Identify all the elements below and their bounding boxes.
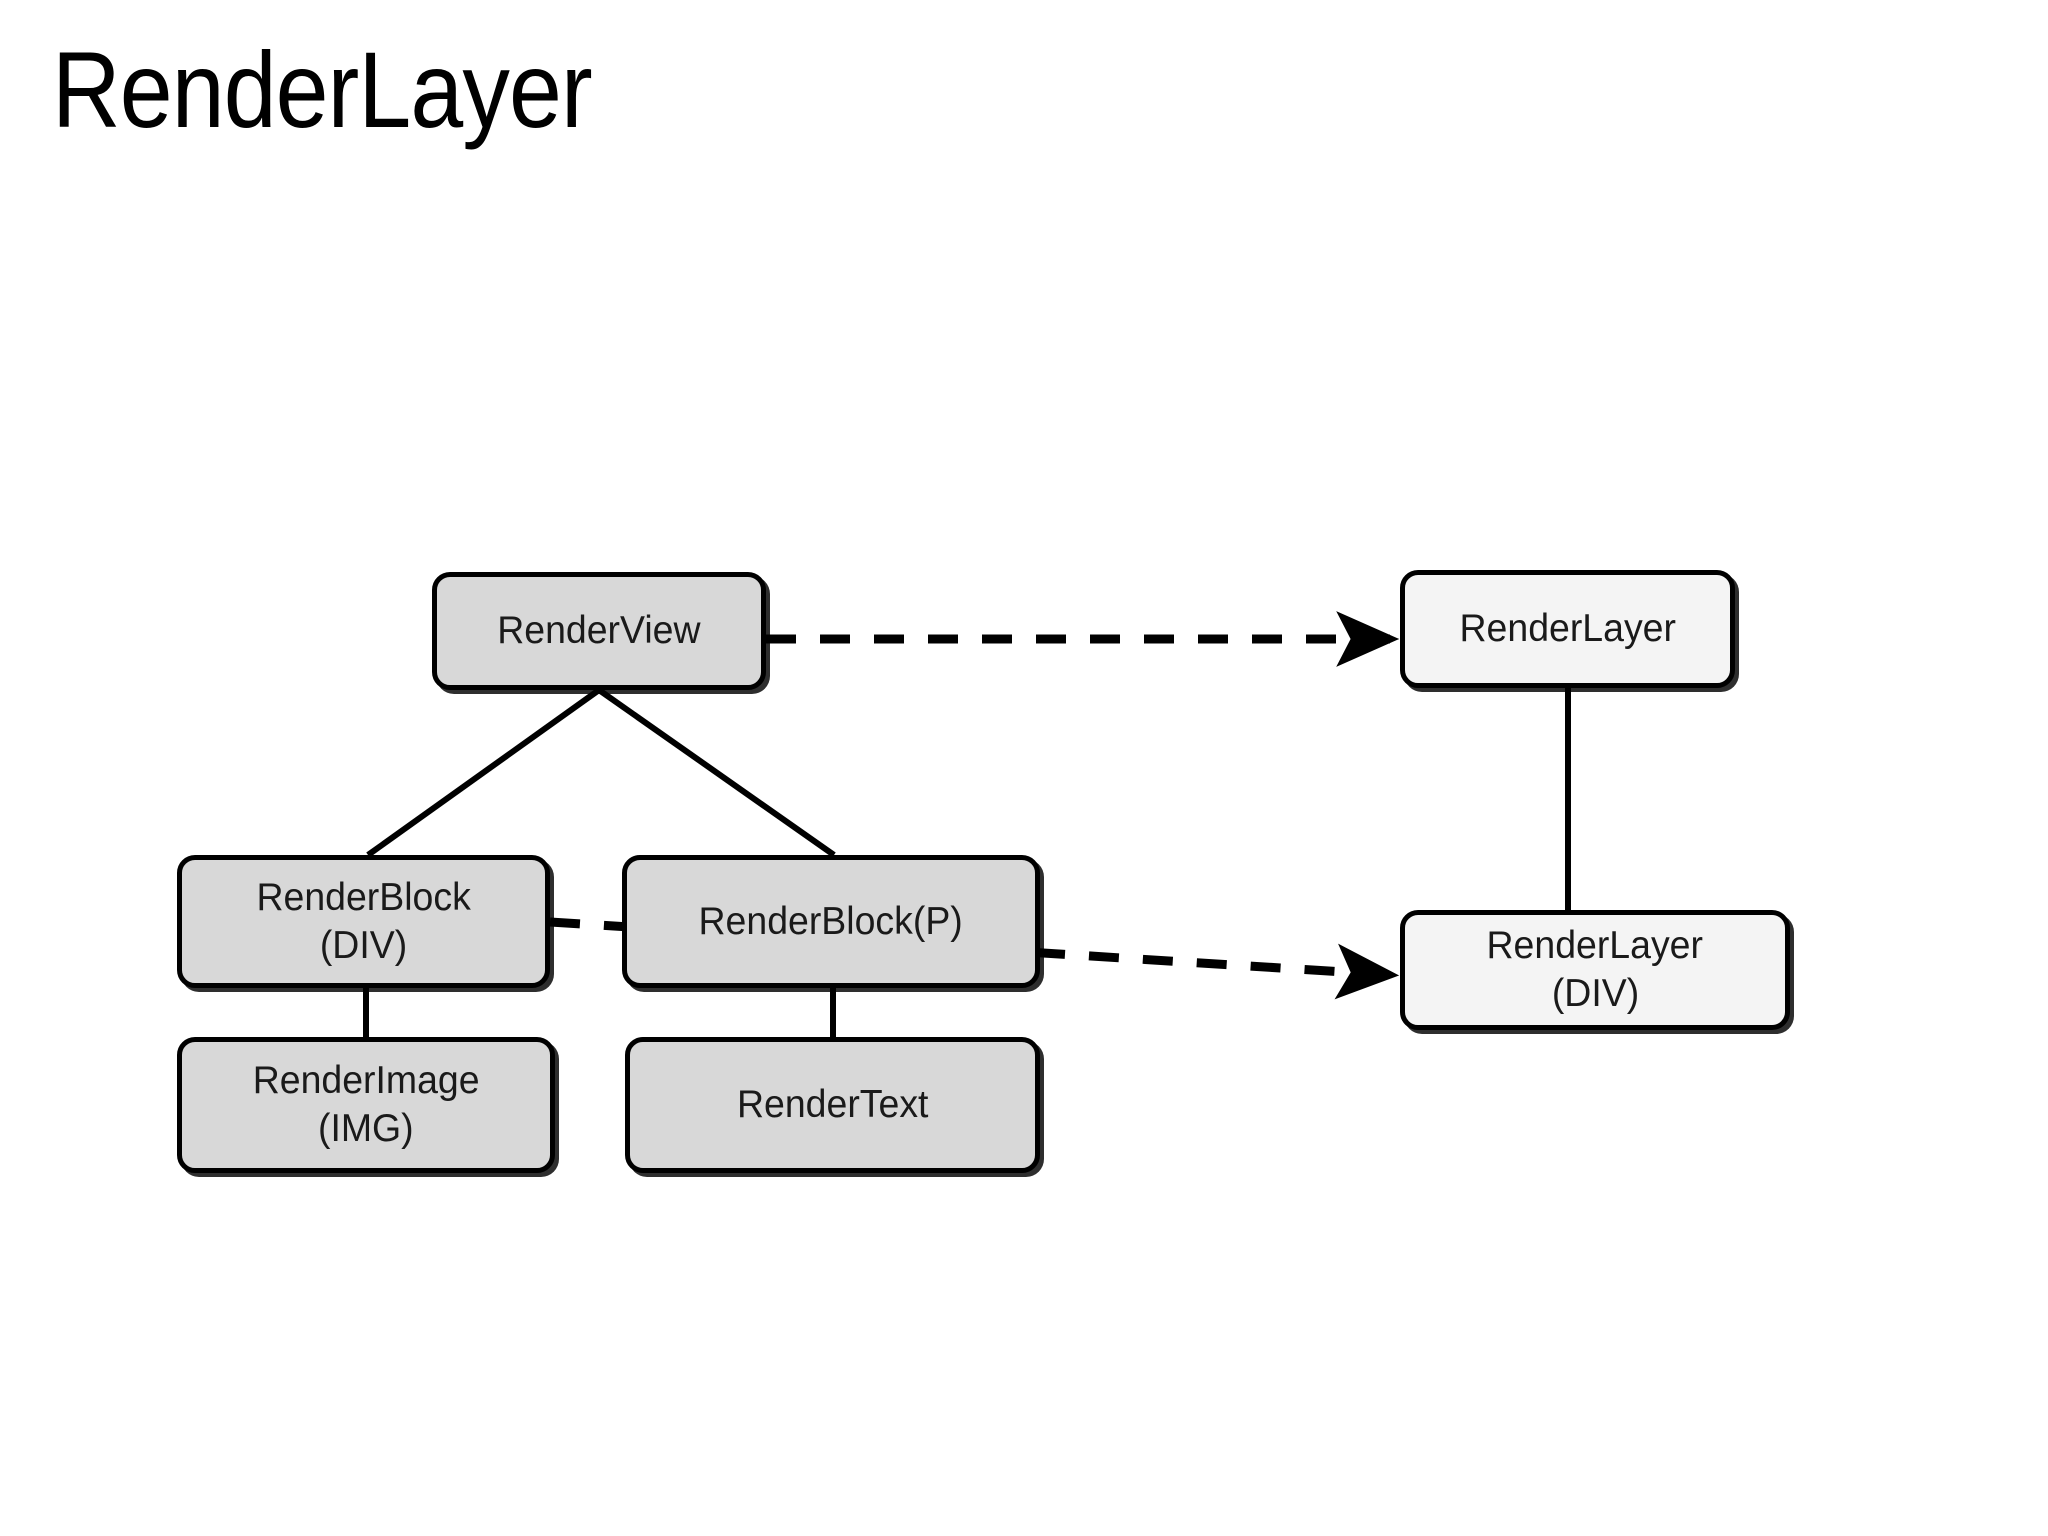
page-title: RenderLayer xyxy=(52,29,593,150)
edge-renderview-to-renderblock-div xyxy=(366,687,601,858)
node-renderlayer-div-label-line-2: (DIV) xyxy=(1551,972,1639,1015)
node-renderblock-div-label-line-2: (DIV) xyxy=(319,923,408,967)
node-renderblock-p-label-line-1: RenderBlock(P) xyxy=(698,899,964,943)
node-renderimage-label-line-2: (IMG) xyxy=(318,1107,414,1150)
node-rendertext-label-line-1: RenderText xyxy=(736,1083,929,1127)
edge-renderview-to-renderblock-p xyxy=(597,687,836,858)
node-renderimage-label-line-1: RenderImage xyxy=(252,1059,480,1103)
node-renderblock-div[interactable]: RenderBlock (DIV) xyxy=(177,855,550,988)
node-renderlayer-div-label-line-1: RenderLayer xyxy=(1486,924,1704,968)
node-renderimage[interactable]: RenderImage (IMG) xyxy=(177,1037,555,1173)
node-renderlayer[interactable]: RenderLayer xyxy=(1400,570,1735,688)
node-renderview[interactable]: RenderView xyxy=(432,572,766,690)
node-renderlayer-label-line-1: RenderLayer xyxy=(1459,607,1676,651)
node-renderlayer-div[interactable]: RenderLayer (DIV) xyxy=(1400,910,1790,1030)
node-renderblock-p[interactable]: RenderBlock(P) xyxy=(622,855,1040,988)
node-renderblock-div-label-line-1: RenderBlock xyxy=(256,875,471,919)
node-rendertext[interactable]: RenderText xyxy=(625,1037,1040,1173)
node-renderview-label-line-1: RenderView xyxy=(497,609,701,653)
